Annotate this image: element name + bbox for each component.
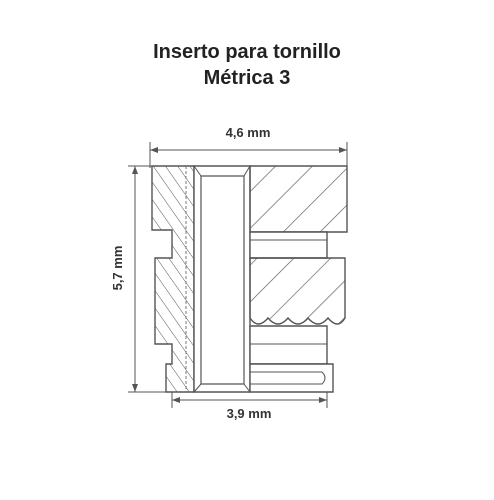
insert-right-lower-section — [249, 325, 334, 393]
diagram-title-line1: Inserto para tornillo — [153, 41, 341, 63]
insert-bore — [193, 165, 251, 393]
bottom-width-dimension: 3,9 mm — [171, 392, 328, 421]
insert-right-neck-upper — [249, 231, 328, 259]
insert-right-knurl-band — [249, 257, 346, 325]
diagram-title-line2: Métrica 3 — [203, 67, 291, 89]
bottom-width-label: 3,9 mm — [227, 406, 272, 421]
top-width-label: 4,6 mm — [226, 125, 271, 140]
height-label: 5,7 mm — [110, 246, 125, 291]
insert-right-top-flange — [249, 165, 348, 233]
insert-left-half — [151, 165, 195, 393]
top-width-dimension: 4,6 mm — [149, 125, 348, 168]
height-dimension: 5,7 mm — [110, 165, 172, 393]
